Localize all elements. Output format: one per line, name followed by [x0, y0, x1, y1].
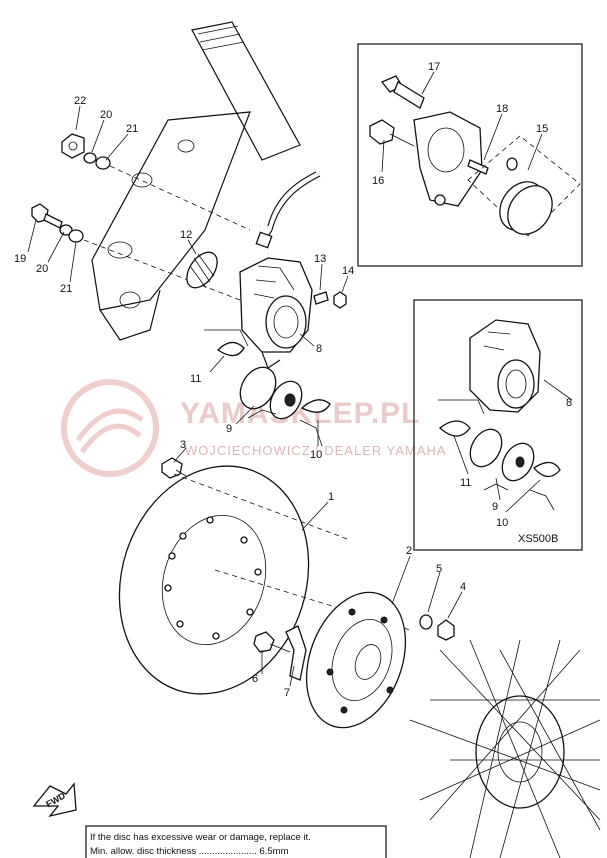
pad-shim-10 [300, 399, 331, 413]
nut-4 [437, 619, 455, 641]
hub-flange-2 [305, 591, 407, 729]
callout-9-inset: 9 [492, 501, 498, 513]
bolt-19 [31, 203, 63, 229]
bleed-cap-14 [333, 291, 347, 309]
forward-direction-arrow: FWD [32, 782, 77, 818]
callout-21-left: 21 [60, 283, 72, 295]
callout-18: 18 [496, 103, 508, 115]
note-line-1: If the disc has excessive wear or damage… [90, 832, 311, 843]
callout-16: 16 [372, 175, 384, 187]
callout-21-top: 21 [126, 123, 138, 135]
callout-8-inset: 8 [566, 397, 572, 409]
callout-8-main: 8 [316, 343, 322, 355]
pad-shim-11 [216, 341, 245, 357]
wheel-hub-spokes [409, 639, 601, 858]
callout-20-top: 20 [100, 109, 112, 121]
inset-caliper-seal-kit [357, 43, 583, 267]
leader-lines [27, 71, 573, 687]
callout-12: 12 [180, 229, 192, 241]
callout-6: 6 [252, 673, 258, 685]
wear-limit-note: If the disc has excessive wear or damage… [85, 825, 387, 858]
callout-1: 1 [328, 491, 334, 503]
inset-variant-label: XS500B [518, 533, 558, 545]
watermark-logo [61, 379, 159, 477]
washer-20-top [83, 152, 97, 164]
bolt-6 [253, 631, 291, 653]
washer-5 [419, 614, 433, 630]
callout-11-main: 11 [190, 373, 201, 385]
callout-9-main: 9 [226, 423, 232, 435]
caliper-8 [239, 257, 313, 369]
bolt-3 [161, 457, 187, 479]
callout-14: 14 [342, 265, 354, 277]
callout-10-main: 10 [310, 449, 322, 461]
washer-20-left [59, 224, 73, 236]
watermark-subtitle: WOJCIECHOWICZ | DEALER YAMAHA [185, 443, 447, 458]
callout-22: 22 [74, 95, 86, 107]
front-fork-leg [91, 21, 301, 341]
washer-21-top [95, 156, 111, 170]
washer-21-left [68, 229, 84, 243]
inset-xs500b-caliper: XS500B [413, 299, 583, 551]
callout-4: 4 [460, 581, 466, 593]
callout-2: 2 [406, 545, 412, 557]
lock-washer-7 [285, 625, 307, 681]
callout-20-left: 20 [36, 263, 48, 275]
callout-13: 13 [314, 253, 326, 265]
callout-17: 17 [428, 61, 440, 73]
brake-hose [265, 175, 321, 241]
nut-22 [61, 133, 85, 159]
callout-10-inset: 10 [496, 517, 508, 529]
callout-19: 19 [14, 253, 26, 265]
bleed-screw-13 [313, 291, 329, 305]
callout-5: 5 [436, 563, 442, 575]
callout-7: 7 [284, 687, 290, 699]
callout-labels: 22 20 21 19 20 21 12 13 14 8 11 9 10 3 1… [14, 61, 572, 699]
callout-3: 3 [180, 439, 186, 451]
callout-11-inset: 11 [460, 477, 471, 489]
callout-15: 15 [536, 123, 548, 135]
note-line-2: Min. allow. disc thickness .............… [90, 846, 289, 857]
